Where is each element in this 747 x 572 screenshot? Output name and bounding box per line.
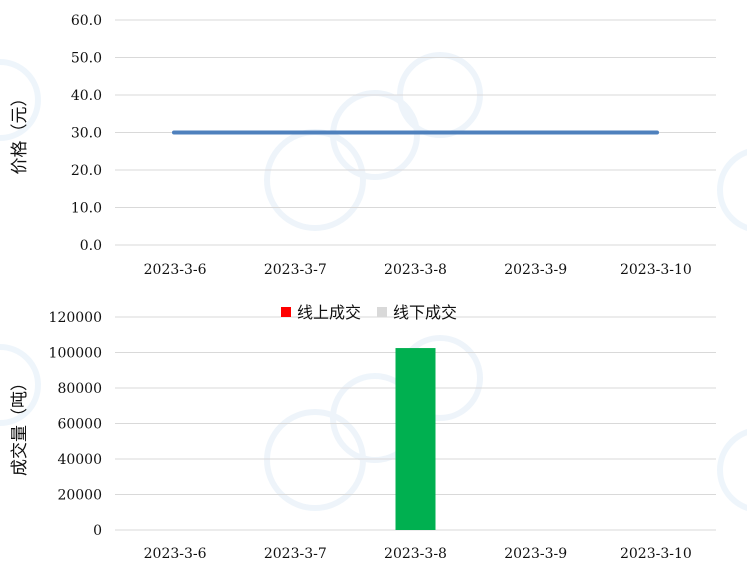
price-chart-x-tick-label: 2023-3-8 xyxy=(384,262,447,278)
volume-chart-y-tick-label: 100000 xyxy=(49,346,102,362)
price-chart-x-tick-label: 2023-3-7 xyxy=(264,262,327,278)
legend-swatch-online xyxy=(281,307,291,317)
price-chart-y-tick-label: 10.0 xyxy=(71,201,102,217)
price-chart-x-tick-label: 2023-3-6 xyxy=(144,262,207,278)
price-chart-y-axis-title: 价格（元） xyxy=(10,90,30,175)
volume-chart-y-tick-label: 40000 xyxy=(57,452,102,468)
volume-chart-y-tick-label: 120000 xyxy=(49,310,102,326)
legend-label-offline: 线下成交 xyxy=(393,303,457,322)
price-chart-y-tick-label: 60.0 xyxy=(71,13,102,29)
volume-chart-y-ticks: 0 20000 40000 60000 80000 100000 120000 xyxy=(49,310,102,539)
volume-chart-x-tick-label: 2023-3-10 xyxy=(620,546,692,562)
price-chart-y-tick-label: 40.0 xyxy=(71,88,102,104)
volume-chart-x-tick-label: 2023-3-7 xyxy=(264,546,327,562)
volume-chart-x-tick-label: 2023-3-8 xyxy=(384,546,447,562)
price-chart-y-tick-label: 0.0 xyxy=(80,238,102,254)
price-chart-y-tick-label: 20.0 xyxy=(71,163,102,179)
watermark-logo xyxy=(0,52,747,511)
volume-chart-y-tick-label: 80000 xyxy=(57,381,102,397)
volume-chart-x-tick-label: 2023-3-9 xyxy=(504,546,567,562)
volume-bar xyxy=(395,348,436,530)
volume-chart-y-axis-title: 成交量（吨） xyxy=(10,374,30,476)
volume-chart-y-tick-label: 60000 xyxy=(57,417,102,433)
volume-chart-legend: 线上成交 线下成交 xyxy=(281,303,457,322)
volume-chart-y-tick-label: 0 xyxy=(93,523,102,539)
price-chart-x-tick-label: 2023-3-9 xyxy=(504,262,567,278)
volume-chart-y-tick-label: 20000 xyxy=(57,488,102,504)
price-chart-y-tick-label: 30.0 xyxy=(71,126,102,142)
price-chart-y-tick-label: 50.0 xyxy=(71,51,102,67)
price-chart-y-ticks: 0.0 10.0 20.0 30.0 40.0 50.0 60.0 xyxy=(71,13,102,254)
legend-swatch-offline xyxy=(377,307,387,317)
legend-label-online: 线上成交 xyxy=(297,303,361,322)
volume-chart-x-ticks: 2023-3-6 2023-3-7 2023-3-8 2023-3-9 2023-3-1… xyxy=(144,546,692,562)
volume-chart-x-tick-label: 2023-3-6 xyxy=(144,546,207,562)
price-chart-x-ticks: 2023-3-6 2023-3-7 2023-3-8 2023-3-9 2023-3-1… xyxy=(144,262,692,278)
volume-chart-bars xyxy=(395,348,436,530)
price-chart-x-tick-label: 2023-3-10 xyxy=(620,262,692,278)
